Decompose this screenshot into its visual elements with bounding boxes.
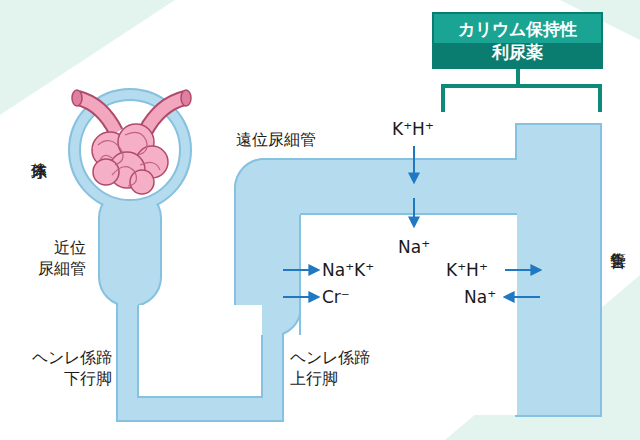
glomerulus-symbol <box>72 90 191 194</box>
drug-box: カリウム保持性 利尿薬 <box>432 12 603 69</box>
tubule-outline <box>70 90 600 420</box>
renal-tubule <box>70 90 600 420</box>
ion-label: Cr⁻ <box>322 286 350 308</box>
part-name: 近位 尿細管 <box>22 238 86 280</box>
ion-label: K⁺H⁺ <box>446 259 488 281</box>
tubule-edge <box>300 214 517 335</box>
tubule-edge <box>138 305 262 397</box>
tubule-gap <box>138 305 262 397</box>
ion-arrows <box>283 146 540 297</box>
box-text: カリウム保持性 利尿薬 <box>434 18 601 62</box>
bracket <box>443 68 600 112</box>
ion-label: Na⁺ <box>464 286 496 308</box>
ion-label: K⁺H⁺ <box>392 118 434 140</box>
part-name: 遠位尿細管 <box>236 130 316 151</box>
ion-label: Na⁺ <box>398 236 430 258</box>
part-name: ヘンレ係蹄 下行脚 <box>10 348 112 390</box>
part-name: ヘンレ係蹄 上行脚 <box>290 348 392 390</box>
ion-label: Na⁺K⁺ <box>322 259 374 281</box>
